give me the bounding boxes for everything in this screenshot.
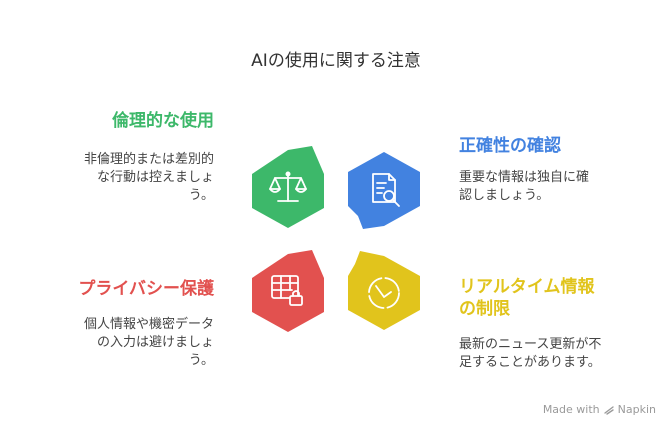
desc-ethical-use: 非倫理的または差別的 な行動は控えましょ う。 [84,151,214,205]
desc-line: 認しましょう。 [459,188,550,203]
desc-accuracy-check: 重要な情報は独自に確 認しましょう。 [459,169,589,205]
hexagon-realtime-limits [348,251,420,330]
heading-ethical-use: 倫理的な使用 [112,111,214,131]
desc-line: う。 [188,188,214,203]
desc-line: 重要な情報は独自に確 [459,170,590,185]
hexagon-ethical-use [252,146,324,228]
desc-line: 個人情報や機密データ [83,317,214,332]
napkin-logo-icon [603,405,614,415]
heading-realtime-limits: リアルタイム情報 の制限 [459,276,595,320]
desc-line: う。 [188,353,214,368]
heading-privacy-protection: プライバシー保護 [78,279,214,299]
desc-line: 足することがあります。 [459,355,601,370]
heading-accuracy-check: 正確性の確認 [459,136,561,156]
napkin-credit: Made with Napkin [543,403,656,416]
hexagon-accuracy-check [348,152,420,229]
balance-scale-icon [269,171,307,202]
clock-timer-icon [368,277,400,309]
desc-line: 非倫理的または差別的 [83,152,214,167]
table-lock-icon [271,275,303,306]
desc-line: の入力は避けましょ [96,335,214,350]
credit-text: Made with [542,403,600,416]
credit-brand: Napkin [617,403,656,416]
desc-line: な行動は控えましょ [96,170,214,185]
diagram-title: AIの使用に関する注意 [251,51,421,71]
desc-realtime-limits: 最新のニュース更新が不 足することがあります。 [459,336,601,372]
document-search-icon [372,173,400,207]
desc-privacy-protection: 個人情報や機密データ の入力は避けましょ う。 [84,316,214,370]
heading-line: リアルタイム情報 [459,277,595,297]
heading-line: の制限 [459,299,510,319]
desc-line: 最新のニュース更新が不 [459,337,602,352]
hexagon-privacy-protection [252,250,324,332]
